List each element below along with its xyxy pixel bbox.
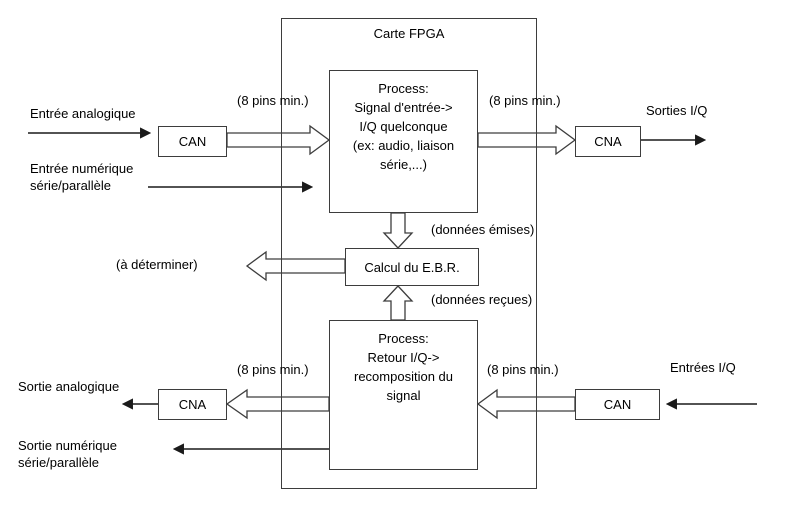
donnees-recues-label: (données reçues) <box>431 292 533 307</box>
process-bottom-line: Retour I/Q-> <box>367 350 440 365</box>
bus-arrow-process-bottom-to-calcul-icon <box>382 285 414 321</box>
sortie-numerique-line: Sortie numérique <box>18 438 117 453</box>
fpga-card-title: Carte FPGA <box>373 26 445 41</box>
process-top-line: Signal d'entrée-> <box>354 100 453 115</box>
entree-numerique-label: Entrée numérique série/parallèle <box>30 160 133 194</box>
can-top-label: CAN <box>178 134 207 149</box>
process-bottom-block: Process: Retour I/Q-> recomposition du s… <box>329 320 478 470</box>
calcul-ebr-label: Calcul du E.B.R. <box>364 259 460 275</box>
sorties-iq-label: Sorties I/Q <box>646 103 708 118</box>
donnees-emises-label: (données émises) <box>431 222 535 237</box>
process-bottom-line: recomposition du <box>354 369 453 384</box>
process-top-line: série,...) <box>380 157 427 172</box>
can-bottom-block: CAN <box>575 389 660 420</box>
pins-bottom-right-label: (8 pins min.) <box>487 362 559 377</box>
can-bottom-label: CAN <box>603 397 632 412</box>
process-top-block: Process: Signal d'entrée-> I/Q quelconqu… <box>329 70 478 213</box>
sortie-analogique-label: Sortie analogique <box>18 379 120 394</box>
bus-arrow-calcul-to-output-icon <box>245 250 346 282</box>
sortie-numerique-label: Sortie numérique série/parallèle <box>18 437 117 471</box>
calcul-ebr-block: Calcul du E.B.R. <box>345 248 479 286</box>
entree-numerique-line: Entrée numérique <box>30 161 134 176</box>
bus-arrow-can-to-process-bottom-icon <box>476 388 576 420</box>
bus-arrow-process-bottom-to-cna-icon <box>225 388 330 420</box>
pins-top-right-label: (8 pins min.) <box>489 93 561 108</box>
pins-bottom-left-label: (8 pins min.) <box>237 362 309 377</box>
a-determiner-label: (à déterminer) <box>116 257 198 272</box>
cna-bottom-block: CNA <box>158 389 227 420</box>
can-top-block: CAN <box>158 126 227 157</box>
cna-top-block: CNA <box>575 126 641 157</box>
entree-numerique-line: série/parallèle <box>30 178 111 193</box>
cna-top-label: CNA <box>594 134 622 149</box>
process-top-line: I/Q quelconque <box>359 119 448 134</box>
process-bottom-line: signal <box>386 388 421 403</box>
process-top-line: Process: <box>378 81 429 96</box>
process-bottom-line: Process: <box>378 331 429 346</box>
sortie-numerique-line: série/parallèle <box>18 455 99 470</box>
entree-analogique-label: Entrée analogique <box>30 106 136 121</box>
bus-arrow-process-top-to-calcul-icon <box>382 212 414 249</box>
process-top-line: (ex: audio, liaison <box>352 138 455 153</box>
pins-top-left-label: (8 pins min.) <box>237 93 309 108</box>
entrees-iq-label: Entrées I/Q <box>670 360 736 375</box>
bus-arrow-process-top-to-cna-icon <box>477 124 577 156</box>
cna-bottom-label: CNA <box>178 397 207 412</box>
bus-arrow-can-to-process-top-icon <box>226 124 331 156</box>
fpga-card-frame <box>281 18 537 489</box>
